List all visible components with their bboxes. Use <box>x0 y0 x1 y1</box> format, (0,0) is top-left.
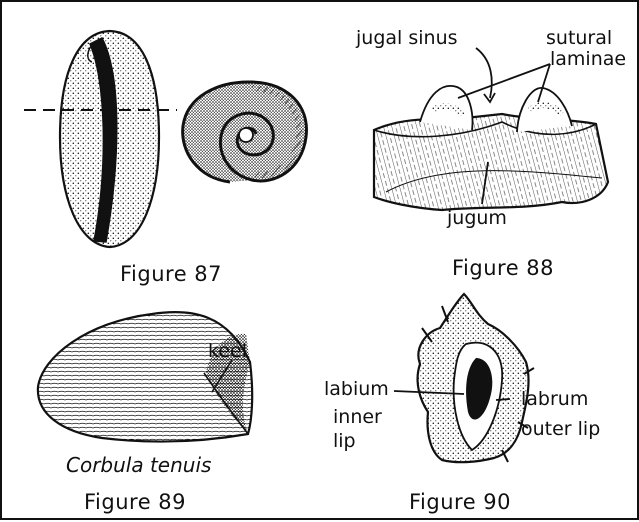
label-inner: inner <box>333 408 382 427</box>
conch-shell <box>418 294 534 462</box>
label-laminae: laminae <box>550 50 626 69</box>
label-jugum: jugum <box>447 209 507 228</box>
label-outer-lip: outer lip <box>521 420 600 439</box>
label-sutural: sutural <box>546 29 612 48</box>
label-labrum: labrum <box>521 390 588 409</box>
hinge-plate <box>374 86 608 210</box>
species-name: Corbula tenuis <box>66 455 211 475</box>
label-lip: lip <box>333 432 356 451</box>
label-keel: keel <box>208 342 247 361</box>
caption-figure-89: Figure 89 <box>84 492 186 513</box>
label-jugal-sinus: jugal sinus <box>356 29 458 48</box>
corbula-shell <box>38 312 252 441</box>
label-labium: labium <box>324 380 389 399</box>
cowrie-shell <box>60 31 159 247</box>
cowrie-cross-section <box>183 82 307 182</box>
caption-figure-90: Figure 90 <box>409 492 511 513</box>
caption-figure-88: Figure 88 <box>452 258 554 279</box>
caption-figure-87: Figure 87 <box>120 264 222 285</box>
